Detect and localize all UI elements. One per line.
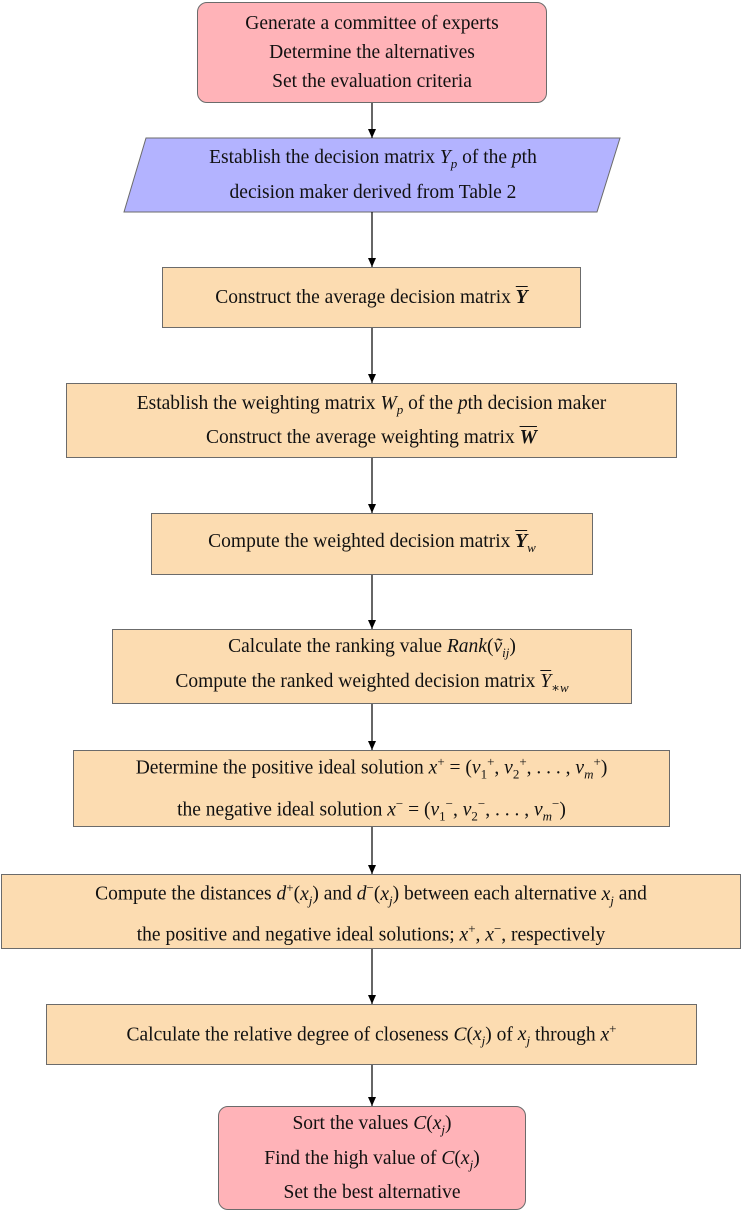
end-line-1: Sort the values C(xj)	[292, 1112, 452, 1137]
decision-matrix-line-2: decision maker derived from Table 2	[229, 181, 517, 203]
distances-line-2: the positive and negative ideal solution…	[136, 921, 606, 946]
input-parallelogram-shape	[123, 137, 621, 213]
start-line-1: Generate a committee of experts	[245, 13, 499, 34]
ranking-line-2: Compute the ranked weighted decision mat…	[175, 670, 569, 695]
weighted-decision-line-1: Compute the weighted decision matrix Yw	[208, 530, 536, 555]
weighted-decision-node: Compute the weighted decision matrix Yw	[151, 513, 593, 575]
closeness-node: Calculate the relative degree of closene…	[46, 1004, 697, 1065]
end-line-3: Set the best alternative	[283, 1182, 461, 1204]
ranking-line-1: Calculate the ranking value Rank(ṽij)	[228, 635, 516, 660]
weighting-line-2: Construct the average weighting matrix W	[206, 427, 537, 449]
start-line-2: Determine the alternatives	[269, 42, 475, 63]
weighting-line-1: Establish the weighting matrix Wp of the…	[136, 392, 607, 417]
end-line-2: Find the high value of C(xj)	[264, 1147, 480, 1172]
distances-node: Compute the distances d+(xj) and d−(xj) …	[1, 874, 741, 949]
ranking-node: Calculate the ranking value Rank(ṽij) Co…	[112, 629, 632, 704]
ideal-solutions-node: Determine the positive ideal solution x+…	[73, 750, 670, 827]
decision-matrix-line-1: Establish the decision matrix Yp of the …	[209, 147, 537, 171]
closeness-line-1: Calculate the relative degree of closene…	[126, 1020, 617, 1049]
distances-line-1: Compute the distances d+(xj) and d−(xj) …	[95, 880, 647, 908]
decision-matrix-node: Establish the decision matrix Yp of the …	[140, 138, 606, 212]
average-decision-line-1: Construct the average decision matrix Y	[215, 287, 528, 308]
ideal-solutions-line-1: Determine the positive ideal solution x+…	[135, 754, 608, 782]
end-node: Sort the values C(xj) Find the high valu…	[218, 1106, 526, 1210]
ideal-solutions-line-2: the negative ideal solution x− = (v1−, v…	[177, 795, 566, 823]
start-node: Generate a committee of experts Determin…	[197, 2, 547, 103]
weighting-node: Establish the weighting matrix Wp of the…	[66, 383, 677, 458]
start-line-3: Set the evaluation criteria	[272, 71, 472, 92]
average-decision-node: Construct the average decision matrix Y	[162, 267, 581, 328]
